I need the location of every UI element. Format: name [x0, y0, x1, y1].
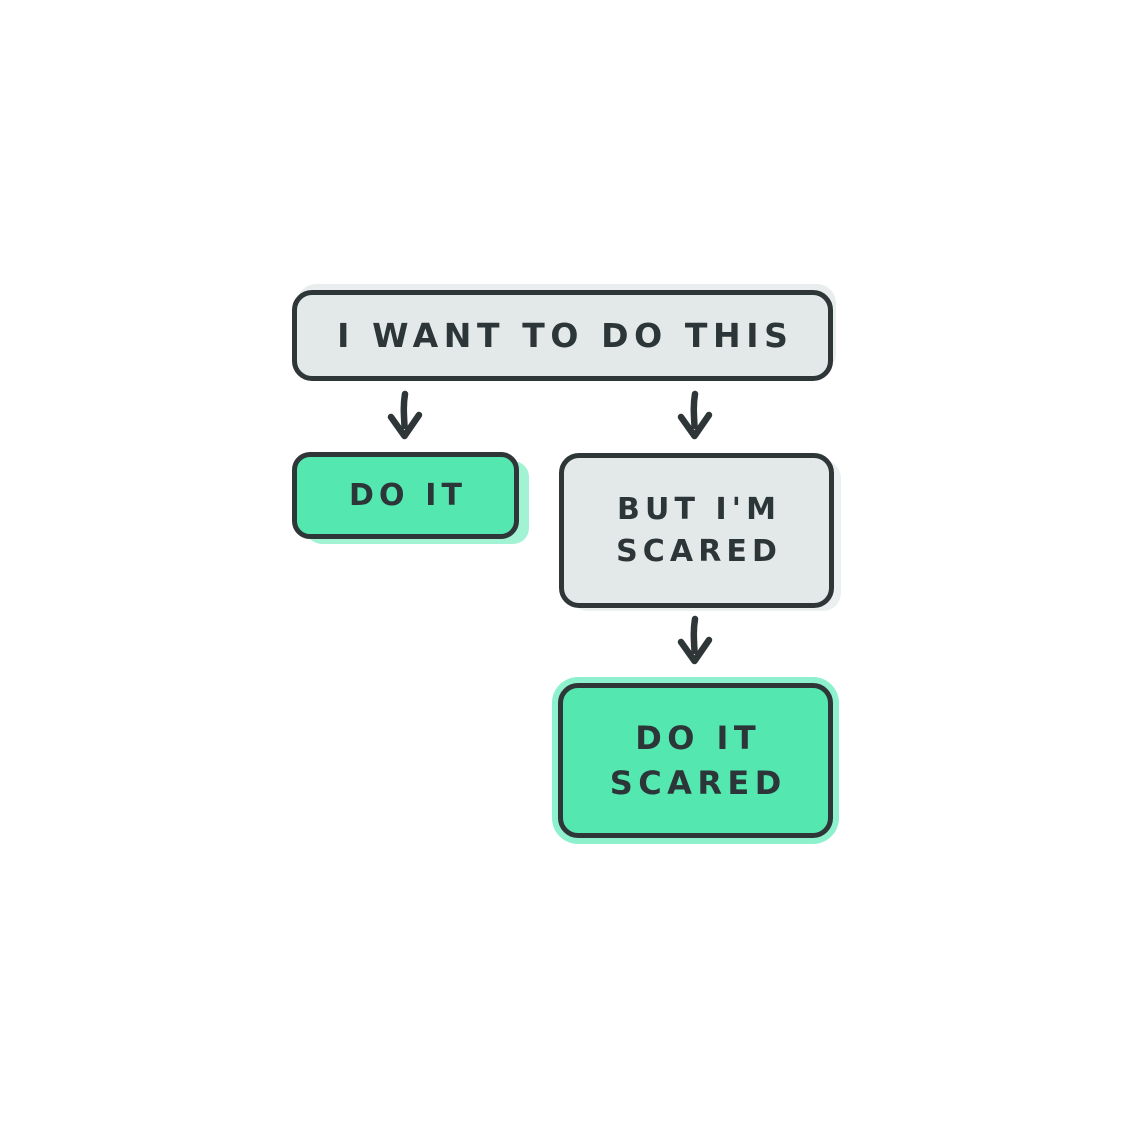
- node-label-line1: BUT I'M: [617, 491, 782, 527]
- node-i-want-to-do-this: I WANT TO DO THIS: [292, 290, 833, 381]
- node-label: I WANT TO DO THIS: [337, 316, 794, 355]
- arrow-down-icon: [673, 390, 717, 446]
- node-do-it: DO IT: [292, 452, 519, 539]
- node-label-line1: DO IT: [635, 718, 762, 757]
- node-label: DO IT: [349, 478, 468, 513]
- node-but-im-scared: BUT I'M SCARED: [559, 453, 834, 608]
- node-do-it-scared: DO IT SCARED: [558, 683, 833, 838]
- arrow-down-icon: [673, 615, 717, 671]
- node-label-line2: SCARED: [609, 763, 787, 802]
- arrow-down-icon: [383, 390, 427, 446]
- node-label-line2: SCARED: [616, 533, 783, 569]
